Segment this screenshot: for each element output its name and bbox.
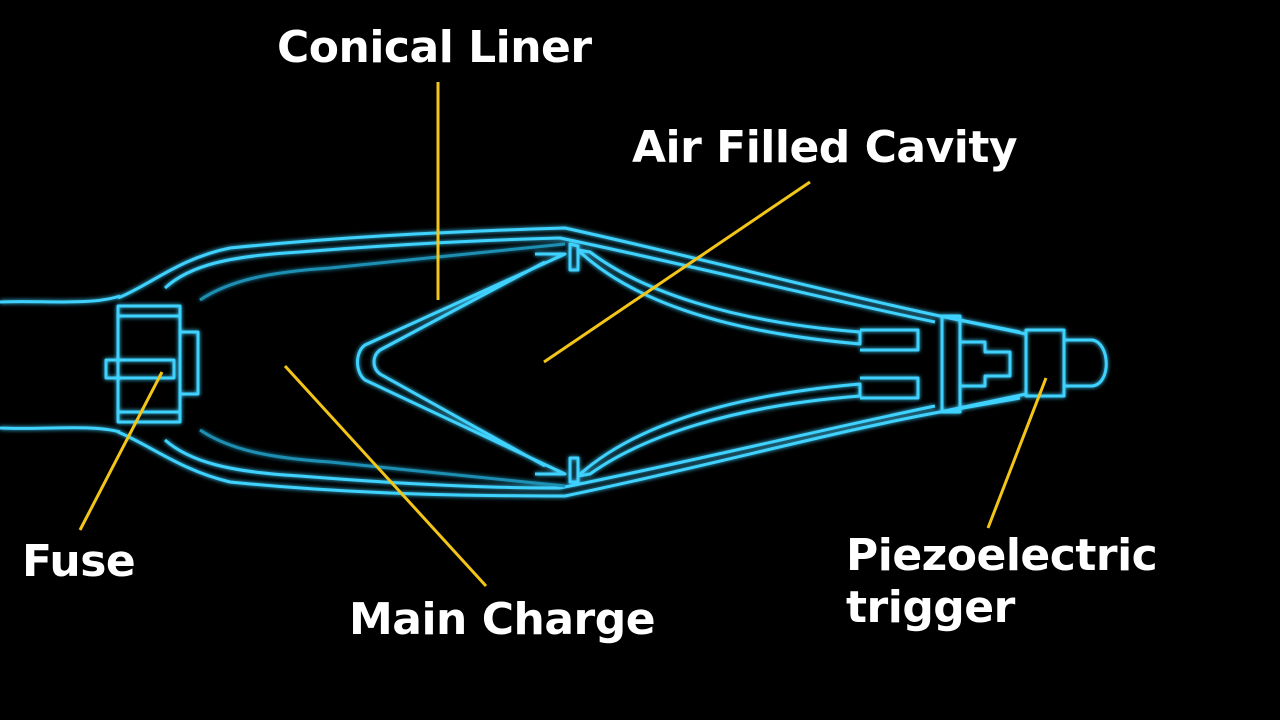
trigger-tip [1064, 338, 1108, 388]
tail-outline [0, 294, 121, 434]
label-piezo-line2: trigger [846, 582, 1015, 633]
label-main-charge: Main Charge [349, 594, 656, 645]
cavity-upper-curve [576, 248, 862, 346]
outer-casing-bottom [117, 396, 1021, 498]
fuse-pin [104, 358, 176, 380]
label-fuse: Fuse [22, 536, 136, 587]
trigger-stem [960, 340, 1012, 388]
rear-rod-top [860, 328, 920, 352]
leader-air-filled-cavity [543, 180, 811, 364]
leader-fuse [78, 371, 164, 531]
leader-piezo-trigger [986, 377, 1048, 529]
outer-casing-top-inner [163, 236, 936, 324]
trigger-block [1024, 328, 1066, 398]
label-air-filled-cavity: Air Filled Cavity [632, 122, 1018, 173]
nose-cone [939, 314, 1027, 414]
trigger-housing [940, 314, 962, 414]
leader-lines [78, 82, 1048, 588]
leader-main-charge [283, 364, 488, 588]
outer-casing-bottom-inner [164, 404, 936, 490]
conical-liner-inner [372, 260, 546, 468]
cavity-cap-bottom [568, 456, 580, 484]
rear-rod-bottom [860, 376, 920, 400]
label-conical-liner: Conical Liner [277, 22, 592, 73]
label-piezo-line1: Piezoelectric [846, 530, 1158, 581]
label-piezoelectric-trigger: Piezoelectric trigger [846, 530, 1158, 634]
conical-liner-outer [356, 252, 567, 476]
fuse-block-inner [178, 330, 200, 396]
charge-lining-top [199, 242, 566, 302]
charge-lining-bottom [199, 428, 566, 488]
cavity-cap-top [568, 242, 580, 272]
casing-outline [0, 226, 1108, 498]
outer-casing-top [117, 226, 1021, 334]
fuse-brackets [116, 304, 182, 424]
cavity-lower-curve [576, 382, 862, 478]
